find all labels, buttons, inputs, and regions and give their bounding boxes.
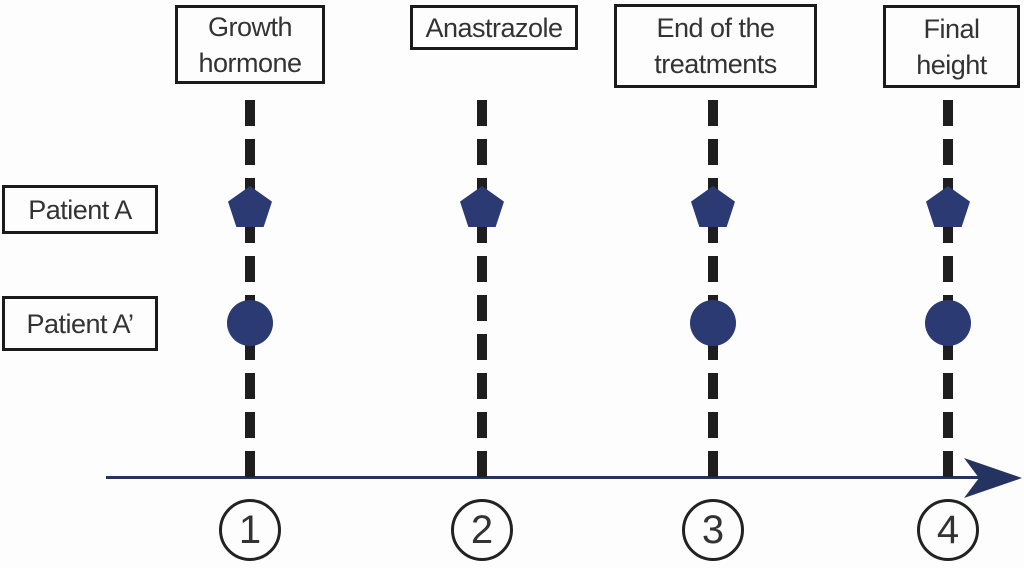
milestone-box-growth-hormone: Growth hormone <box>175 5 325 84</box>
patient-a-pentagon-marker-1 <box>228 186 272 227</box>
step-number: 3 <box>701 507 725 552</box>
milestone-label: End of the treatments <box>654 13 777 79</box>
step-number-circle-2: 2 <box>451 499 513 561</box>
patient-a-prime-circle-marker-4 <box>925 300 971 346</box>
patient-label: Patient A’ <box>26 308 134 339</box>
time-axis-line <box>106 476 990 479</box>
patient-a-pentagon-marker-3 <box>691 186 735 227</box>
patient-a-prime-circle-marker-1 <box>227 300 273 346</box>
step-number-circle-4: 4 <box>917 499 979 561</box>
step-number-circle-1: 1 <box>219 499 281 561</box>
milestone-box-final-height: Final height <box>883 5 1020 88</box>
dashed-line-milestone-1 <box>245 100 255 478</box>
milestone-label: Final height <box>916 13 987 80</box>
milestone-box-anastrazole: Anastrazole <box>410 5 578 50</box>
milestone-box-end-of-treatments: End of the treatments <box>614 4 817 88</box>
patient-a-label-box: Patient A <box>2 185 158 234</box>
dashed-line-milestone-2 <box>477 100 487 478</box>
patient-a-prime-circle-marker-3 <box>690 300 736 346</box>
milestone-label: Anastrazole <box>425 12 563 43</box>
step-number: 1 <box>238 507 262 552</box>
patient-a-prime-label-box: Patient A’ <box>2 296 158 351</box>
dashed-line-milestone-4 <box>943 100 953 478</box>
patient-a-pentagon-marker-4 <box>926 186 970 227</box>
step-number: 4 <box>936 507 960 552</box>
step-number: 2 <box>470 507 494 552</box>
dashed-line-milestone-3 <box>708 100 718 478</box>
milestone-label: Growth hormone <box>198 11 302 78</box>
arrow-right-icon <box>964 458 1022 498</box>
patient-label: Patient A <box>28 194 132 225</box>
patient-a-pentagon-marker-2 <box>460 186 504 227</box>
step-number-circle-3: 3 <box>682 499 744 561</box>
